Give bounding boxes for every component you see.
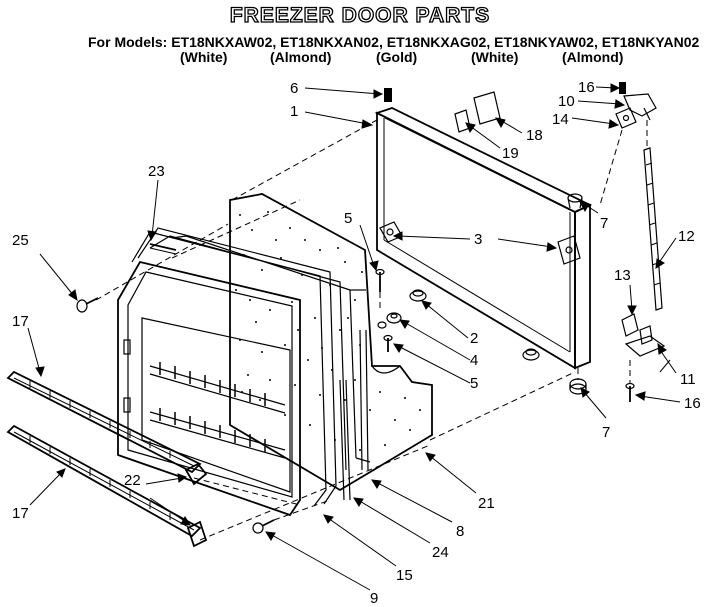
callout-9: 9 — [370, 590, 378, 607]
leader-lines — [27, 83, 681, 591]
callout-23: 23 — [148, 163, 165, 180]
color-label-4: (White) — [471, 49, 519, 65]
lower-hinge — [621, 313, 666, 402]
strip-8 — [359, 329, 369, 471]
end-cap-lower — [186, 520, 208, 548]
callout-14: 14 — [552, 111, 569, 128]
color-label-5: (Almond) — [562, 49, 624, 65]
color-label-3: (Gold) — [376, 49, 418, 65]
hinge-bracket-right — [557, 235, 581, 265]
screw-25 — [76, 297, 99, 313]
screw-5-lower — [383, 334, 393, 352]
callout-22: 22 — [124, 472, 141, 489]
assembly-guide-lines — [95, 119, 631, 541]
screw-9 — [252, 519, 275, 534]
callout-7-upper: 7 — [600, 215, 608, 232]
callout-numbers: 6 1 16 10 14 18 19 7 12 23 5 3 25 13 2 4… — [12, 79, 701, 607]
callout-19: 19 — [502, 145, 519, 162]
callout-21: 21 — [478, 495, 495, 512]
door-stop-left — [409, 289, 427, 302]
diagram-title: FREEZER DOOR PARTS — [229, 3, 491, 27]
callout-18: 18 — [526, 127, 543, 144]
strip-24 — [339, 379, 351, 501]
callout-8: 8 — [456, 523, 464, 540]
breaker-strip-lower — [6, 424, 202, 538]
callout-12: 12 — [678, 228, 695, 245]
models-line: For Models: ET18NKXAW02, ET18NKXAN02, ET… — [88, 34, 700, 50]
outer-door-panel — [374, 107, 593, 370]
end-cap-upper — [184, 462, 208, 486]
callout-24: 24 — [432, 544, 449, 561]
callout-6: 6 — [290, 80, 298, 97]
upper-hinge — [615, 82, 657, 129]
shelf-ribs — [149, 365, 286, 459]
callout-5-lower: 5 — [470, 375, 478, 392]
callout-11: 11 — [680, 371, 696, 388]
callout-13: 13 — [614, 267, 631, 284]
callout-1: 1 — [290, 103, 298, 120]
callout-2: 2 — [470, 330, 478, 347]
callout-16-upper: 16 — [578, 79, 595, 96]
insulation-speckle — [235, 211, 421, 451]
callout-17-upper: 17 — [12, 313, 29, 330]
screw-5-upper — [375, 268, 385, 292]
hinge-bracket-left — [379, 221, 403, 243]
callout-25: 25 — [12, 232, 29, 249]
door-stop-right — [522, 348, 540, 361]
bushing-4 — [377, 312, 402, 329]
screw-6 — [384, 88, 392, 102]
rib-ticks — [159, 362, 266, 452]
breaker-strip-upper — [6, 370, 202, 474]
callout-5-upper: 5 — [344, 210, 352, 227]
callout-15: 15 — [396, 567, 413, 584]
label-18 — [473, 91, 501, 125]
callout-3: 3 — [474, 231, 482, 248]
label-19 — [454, 109, 471, 133]
gasket-strip-23 — [149, 243, 177, 255]
callout-17-lower: 17 — [12, 505, 29, 522]
door-handle-12 — [643, 120, 663, 311]
door-gasket — [131, 227, 371, 507]
door-liner — [117, 260, 301, 517]
callout-7-lower: 7 — [602, 424, 610, 441]
color-label-2: (Almond) — [270, 49, 332, 65]
color-label-1: (White) — [180, 49, 228, 65]
callout-16-lower: 16 — [684, 395, 701, 412]
callout-4: 4 — [470, 352, 478, 369]
callout-10: 10 — [558, 93, 575, 110]
